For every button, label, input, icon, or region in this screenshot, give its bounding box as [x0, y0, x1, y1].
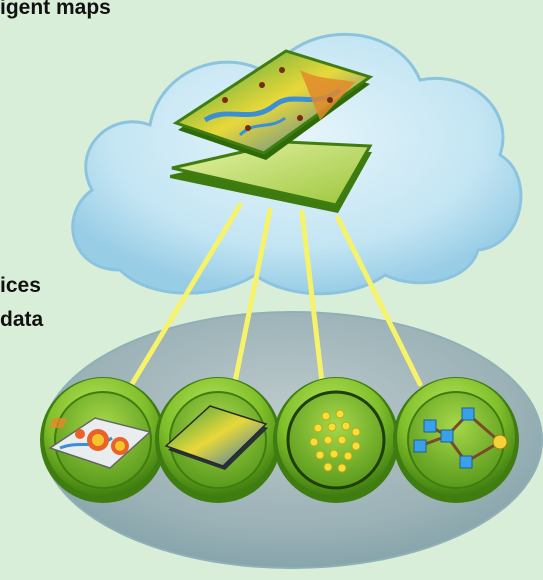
raster-surface-icon [49, 405, 268, 470]
intelligent-maps-label: igent maps [0, 0, 111, 19]
services-label: ices [0, 274, 41, 297]
hotspot-map-badge [40, 377, 166, 503]
point-cluster-icon [309, 409, 361, 473]
data-label: data [0, 308, 44, 331]
connector-line [129, 202, 243, 387]
network-graph-icon [413, 407, 508, 469]
map-layers-icon [170, 49, 374, 213]
hotspot-map-icon [48, 417, 152, 469]
network-graph-badge [393, 377, 519, 503]
raster-surface-badge [49, 377, 281, 503]
connector-lines [129, 202, 423, 387]
connector-line [335, 215, 423, 387]
connector-line [232, 207, 273, 385]
point-cluster-badge [273, 377, 399, 503]
connector-line [299, 209, 325, 385]
